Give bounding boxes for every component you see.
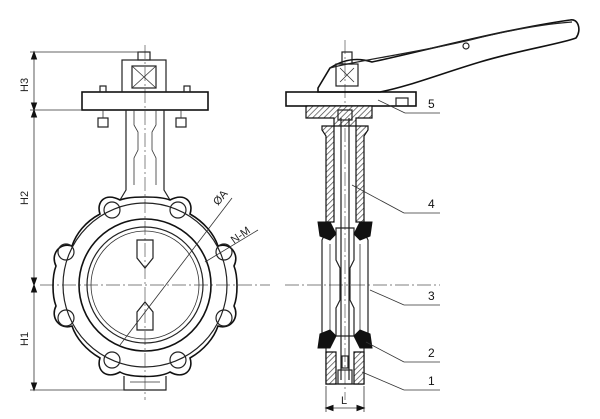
side-body [317, 221, 373, 385]
bolt-holes [57, 201, 233, 369]
bolt-hole [103, 351, 121, 369]
bolt-hole [57, 243, 75, 261]
bolt-hole [215, 309, 233, 327]
diameter-label: ØA [211, 188, 231, 208]
lower-seat-left [317, 329, 337, 349]
body-neck [119, 110, 171, 201]
seat-outer [78, 218, 212, 352]
bolt-hole [103, 201, 121, 219]
bolt-hole [169, 351, 187, 369]
dim-l: L [341, 395, 347, 407]
dim-h3: H3 [19, 78, 31, 92]
upper-seat-left [317, 221, 337, 241]
flange-circle [62, 202, 228, 368]
front-view: ØA N-M H3 H2 H1 [19, 45, 270, 400]
callout-3: 3 [428, 289, 435, 303]
dim-h1: H1 [19, 332, 31, 346]
side-view: L 5 4 3 2 1 [285, 19, 580, 412]
top-flange [81, 51, 209, 128]
callout-4: 4 [428, 197, 435, 211]
lug-body [52, 196, 238, 391]
disc-inner [90, 230, 200, 340]
upper-seat-right [353, 221, 373, 241]
callouts: 5 4 3 2 1 [351, 97, 440, 391]
square-drive [131, 65, 157, 89]
dim-h2: H2 [19, 191, 31, 205]
callout-1: 1 [428, 374, 435, 388]
diameter-leader [119, 197, 233, 346]
upper-boss [136, 239, 154, 269]
actuator-neck [121, 59, 167, 93]
stem-cap [137, 51, 151, 61]
neck-right-wall [355, 125, 369, 223]
lever-handle [317, 19, 580, 93]
length-dimension: L [324, 386, 366, 412]
callout-5: 5 [428, 97, 435, 111]
body-top-section [305, 105, 373, 127]
bolt-nut-left [97, 117, 109, 128]
bolt-hole [169, 201, 187, 219]
callout-2: 2 [428, 346, 435, 360]
holes-leader [204, 229, 259, 263]
bolt-hole [215, 243, 233, 261]
neck-left-wall [321, 125, 335, 223]
lower-seat-right [353, 329, 373, 349]
vertical-dimensions: H3 H2 H1 [19, 50, 140, 392]
holes-label: N-M [229, 225, 253, 247]
disc-outline [86, 226, 204, 344]
bottom-plug [337, 369, 353, 385]
bolt-hole [57, 309, 75, 327]
bolt-nut-right [175, 117, 187, 128]
